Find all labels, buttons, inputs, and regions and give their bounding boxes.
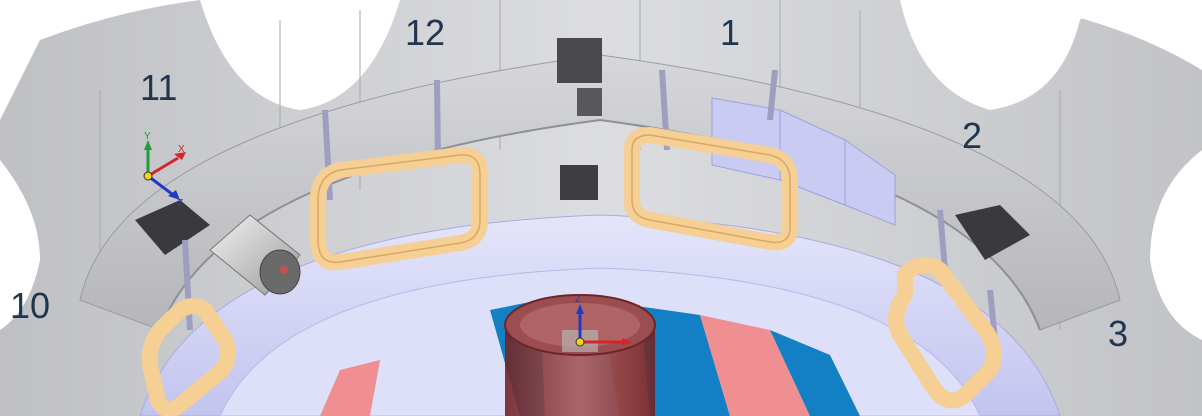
view-axis-y-label: Y [144, 131, 151, 142]
view-axis-triad: Y X Z [143, 131, 186, 209]
actuator-blocks [135, 38, 1030, 260]
view-axis-x-label: X [178, 144, 185, 155]
cylinder-component [209, 214, 301, 296]
view-axis-z-label: Z [177, 198, 183, 209]
origin-axis-z-label: Z [575, 294, 581, 305]
blanket-panels [711, 97, 896, 226]
origin-axis-triad: Z [562, 294, 632, 352]
